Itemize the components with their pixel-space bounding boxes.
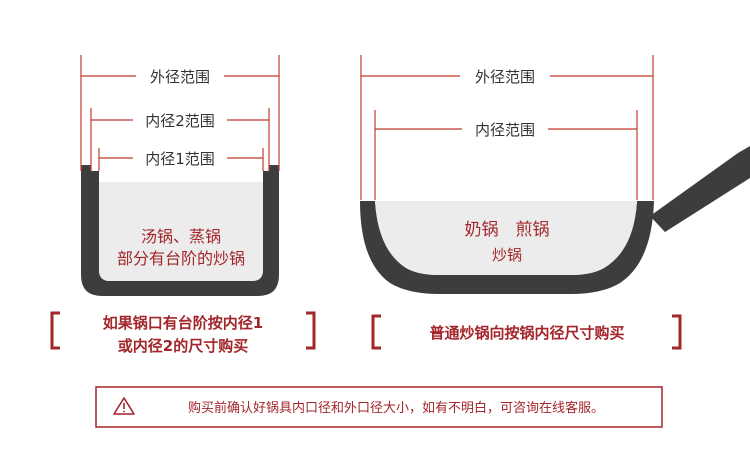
left-pot-group: 外径范围 内径2范围 内径1范围 汤锅、蒸锅 部分有台阶的炒锅 [80,55,280,296]
right-note: 普通炒锅向按锅内径尺寸购买 [371,314,682,350]
right-pan-body [360,201,654,294]
left-note-open-bracket [50,311,60,350]
right-outer-measure [360,55,654,200]
left-pot-body [81,171,279,296]
notice-box: 购买前确认好锅具内口径和外口径大小，如有不明白，可咨询在线客服。 [95,386,663,428]
right-inner-measure [374,110,638,200]
left-inner2-measure [90,108,270,171]
warning-icon [113,397,135,415]
left-note: 如果锅口有台阶按内径1 或内径2的尺寸购买 [50,311,316,355]
left-inside-line2: 部分有台阶的炒锅 [117,249,245,268]
right-inner-label: 内径范围 [475,121,535,139]
left-inner2-label: 内径2范围 [145,112,215,130]
left-inner1-label: 内径1范围 [145,150,215,168]
left-pot-interior [99,182,263,281]
left-note-close-bracket [306,311,316,350]
right-note-open-bracket [371,314,381,350]
notice-border [95,386,663,428]
right-inside-line2: 炒锅 [492,246,522,264]
left-inner1-measure [98,148,264,171]
right-pan-group: 外径范围 内径范围 奶锅 煎锅 炒锅 [360,55,750,294]
right-pan-handle [650,146,750,232]
left-note-line2: 或内径2的尺寸购买 [118,337,248,355]
left-note-line1: 如果锅口有台阶按内径1 [103,314,263,332]
left-inside-line1: 汤锅、蒸锅 [141,227,221,246]
right-note-text: 普通炒锅向按锅内径尺寸购买 [429,324,624,342]
right-outer-label: 外径范围 [475,68,535,86]
right-pan-interior [375,201,637,275]
right-note-close-bracket [672,314,682,350]
right-inside-line1: 奶锅 煎锅 [465,220,550,240]
notice-text: 购买前确认好锅具内口径和外口径大小，如有不明白，可咨询在线客服。 [188,400,604,416]
left-outer-label: 外径范围 [150,68,210,86]
left-outer-measure [80,55,280,171]
